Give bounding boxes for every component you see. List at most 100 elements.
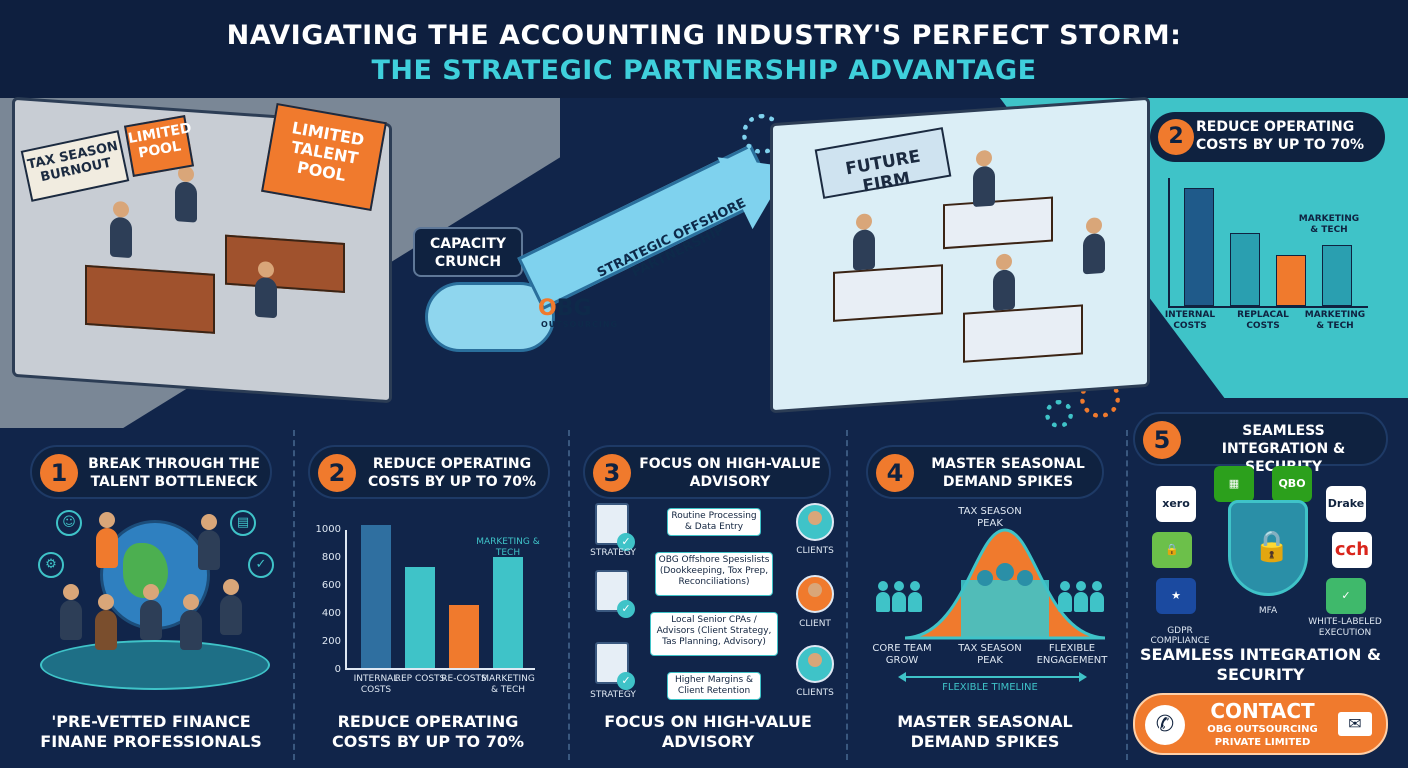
x-tick-label: RE-COSTS (441, 674, 487, 684)
mfa-label: MFA (1258, 606, 1278, 616)
strategy-label: STRATEGY (590, 690, 636, 700)
client-avatar (796, 645, 834, 683)
desk (833, 264, 943, 322)
step-badge: 4 (876, 454, 914, 492)
happy-worker (993, 269, 1015, 311)
section-header-4: 4 MASTER SEASONAL DEMAND SPIKES (866, 445, 1104, 499)
client-avatar (796, 503, 834, 541)
step-badge: 1 (40, 454, 78, 492)
y-tick-label: 200 (321, 636, 341, 647)
top-right-section-header: 2 (1150, 112, 1385, 162)
flow-step-offshore: OBG Offshore Spesislists (Dookkeeping, T… (655, 552, 773, 596)
step-badge: 2 (1158, 119, 1194, 155)
client-label: CLIENT (799, 619, 831, 629)
section-caption-5: SEAMLESS INTEGRATION & SECURITY (1140, 645, 1381, 684)
limited-talent-pool-sign: LIMITED TALENT POOL (261, 102, 387, 212)
section-caption-2: REDUCE OPERATING COSTS BY UP TO 70% (331, 712, 525, 751)
desk (943, 196, 1053, 250)
section-caption-3: FOCUS ON HIGH-VALUE ADVISORY (604, 712, 812, 751)
desk (85, 264, 215, 334)
limited-pool-sign: LIMITED POOL (123, 115, 195, 177)
chart-x-label: INTERNAL COSTS (1164, 310, 1216, 331)
stressed-worker (175, 181, 197, 223)
app-icon: ▦ (1214, 466, 1254, 502)
flow-step-local-cpas: Local Senior CPAs / Advisors (Client Str… (650, 612, 778, 656)
professional-figure (96, 512, 118, 568)
bar (1184, 188, 1214, 306)
client-avatar (796, 575, 834, 613)
stressed-worker (255, 276, 277, 319)
qbo-app-icon: QBO (1272, 466, 1312, 502)
section-title: FOCUS ON HIGH-VALUE ADVISORY (639, 456, 821, 490)
happy-worker (1083, 232, 1105, 275)
section-caption-1: 'PRE-VETTED FINANCE FINANE PROFESSIONALS (40, 712, 262, 751)
stressed-worker (110, 216, 132, 259)
bar (449, 605, 479, 668)
pipe-illustration (425, 282, 555, 352)
professional-figure (220, 579, 242, 635)
team-member-icon (996, 563, 1014, 581)
team-member-icon (1017, 570, 1033, 586)
settings-icon: ⚙ (38, 552, 64, 578)
obg-logo-subtitle: OUTSOURCING (541, 320, 619, 329)
professional-figure (180, 594, 202, 650)
bar (493, 557, 523, 668)
document-icon (595, 503, 635, 551)
flexible-timeline-label: FLEXIBLE TIMELINE (942, 682, 1038, 693)
mail-icon: ✉ (1338, 712, 1372, 736)
demand-curve-chart (905, 528, 1105, 640)
lock-app-icon: 🔒 (1152, 532, 1192, 568)
divider (293, 430, 295, 760)
team-member-icon (977, 570, 993, 586)
header: NAVIGATING THE ACCOUNTING INDUSTRY'S PER… (0, 0, 1408, 98)
divider (846, 430, 848, 760)
step-badge: 5 (1143, 421, 1181, 459)
y-tick-label: 0 (334, 664, 341, 675)
bar (1322, 244, 1352, 306)
top-right-section-title: REDUCE OPERATING COSTS BY UP TO 70% (1196, 119, 1365, 153)
phone-icon: ✆ (1145, 705, 1185, 745)
flow-step-margins: Higher Margins & Client Retention (667, 672, 761, 700)
team-group-icon (1058, 581, 1108, 612)
peak-label: TAX SEASON PEAK (958, 506, 1022, 529)
y-tick-label: 800 (321, 552, 341, 563)
section-header-1: 1 BREAK THROUGH THE TALENT BOTTLENECK (30, 445, 272, 499)
section-caption-4: MASTER SEASONAL DEMAND SPIKES (897, 712, 1073, 751)
y-tick-label: 600 (321, 580, 341, 591)
professional-figure (60, 584, 82, 640)
white-label-label: WHITE-LABELED EXECUTION (1308, 617, 1382, 638)
logo-bg: BG (556, 296, 592, 321)
chart-x-label: MARKETING & TECH (1304, 310, 1366, 331)
bar (361, 525, 391, 668)
check-shield-icon: ✓ (1326, 578, 1366, 614)
future-firm-illustration (770, 96, 1150, 414)
cch-app-icon: cch (1332, 532, 1372, 568)
bar (1276, 255, 1306, 306)
x-tick-label: REP COSTS (394, 674, 446, 684)
drake-app-icon: Drake (1326, 486, 1366, 522)
step-badge: 2 (318, 454, 356, 492)
chart-x-label: REPLACAL COSTS (1237, 310, 1289, 331)
desk (963, 304, 1083, 363)
divider (568, 430, 570, 760)
checklist-icon (595, 642, 635, 690)
step-badge: 3 (593, 454, 631, 492)
professional-figure (95, 594, 117, 650)
section-header-2: 2 REDUCE OPERATING COSTS BY UP TO 70% (308, 445, 550, 499)
bar (405, 567, 435, 668)
contact-title: CONTACT (1210, 699, 1315, 723)
client-label: CLIENTS (796, 546, 834, 556)
obg-logo: OBG (538, 296, 592, 321)
divider (1126, 430, 1128, 760)
contact-button[interactable]: ✆ CONTACT OBG OUTSOURCING PRIVATE LIMITE… (1133, 693, 1388, 755)
contact-subtitle: OBG OUTSOURCING PRIVATE LIMITED (1207, 724, 1318, 748)
strategy-label: STRATEGY (590, 548, 636, 558)
security-shield-icon (1228, 500, 1308, 596)
shield-icon: ✓ (248, 552, 274, 578)
x-tick-label: MARKETING & TECH (481, 674, 535, 695)
happy-worker (973, 165, 995, 208)
section-title: BREAK THROUGH THE TALENT BOTTLENECK (88, 456, 260, 490)
flexible-engagement-label: FLEXIBLE ENGAGEMENT (1036, 643, 1108, 666)
team-block (961, 580, 1049, 638)
